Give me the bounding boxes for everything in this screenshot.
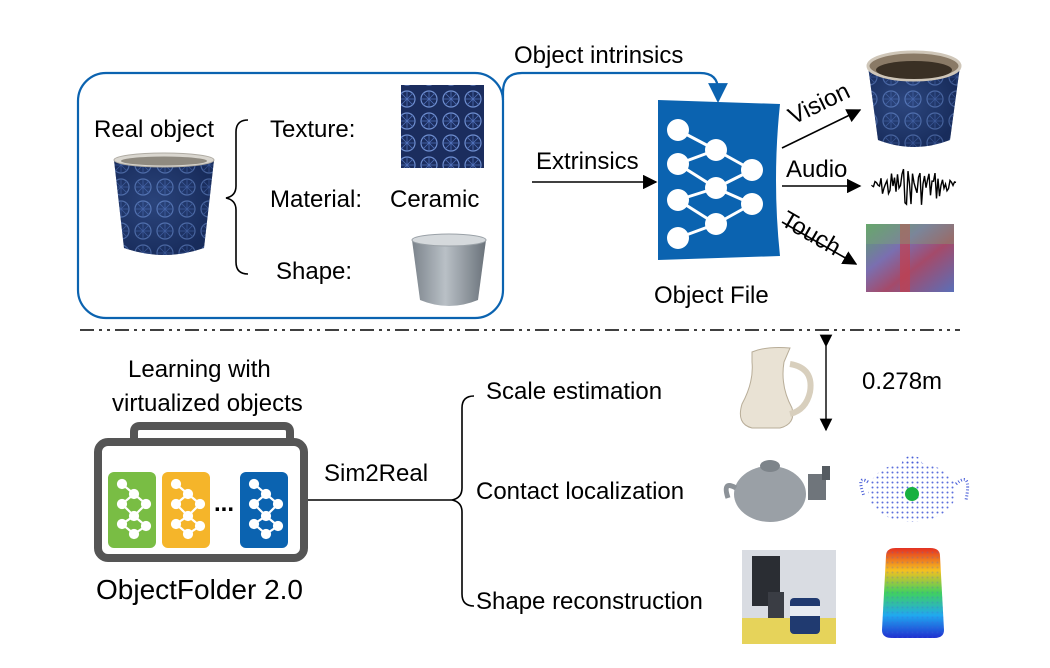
task-scale-estimation: Scale estimation (486, 378, 663, 405)
material-value: Ceramic (390, 186, 480, 213)
tasks-brace (451, 395, 475, 607)
audio-label: Audio (786, 156, 848, 183)
material-label: Material: (270, 186, 363, 213)
real-object-label: Real object (94, 116, 215, 143)
vision-arrow (781, 109, 862, 149)
object-brace (225, 119, 249, 275)
real-object-pot (113, 152, 215, 255)
scale-value: 0.278m (862, 368, 943, 395)
texture-swatch (401, 85, 484, 168)
object-file-network (658, 100, 780, 260)
objectfolder-icon (94, 422, 308, 562)
robot-photo (742, 550, 836, 644)
texture-label: Texture: (270, 116, 356, 143)
real-object-box (76, 71, 505, 320)
touch-render (866, 224, 954, 292)
intrinsics-arrow (501, 71, 728, 103)
learning-line-2: virtualized objects (112, 390, 303, 417)
pitcher-image (739, 347, 814, 429)
extrinsics-label: Extrinsics (536, 148, 639, 175)
touch-arrow (781, 221, 858, 265)
object-file-label: Object File (654, 282, 769, 309)
folder-ellipsis: ... (214, 490, 235, 517)
shape-cup (411, 233, 487, 306)
teapot-image (723, 460, 830, 522)
objectfolder-label: ObjectFolder 2.0 (96, 574, 303, 605)
learning-line-1: Learning with (128, 356, 271, 383)
reconstruction-pointcloud (882, 548, 944, 638)
task-contact-localization: Contact localization (476, 478, 685, 505)
task-shape-reconstruction: Shape reconstruction (476, 588, 703, 615)
audio-waveform (871, 168, 957, 206)
shape-label: Shape: (276, 258, 353, 285)
object-intrinsics-label: Object intrinsics (514, 42, 684, 69)
sim2real-label: Sim2Real (324, 460, 429, 487)
vision-render (866, 50, 962, 147)
teapot-pointcloud (859, 456, 970, 522)
